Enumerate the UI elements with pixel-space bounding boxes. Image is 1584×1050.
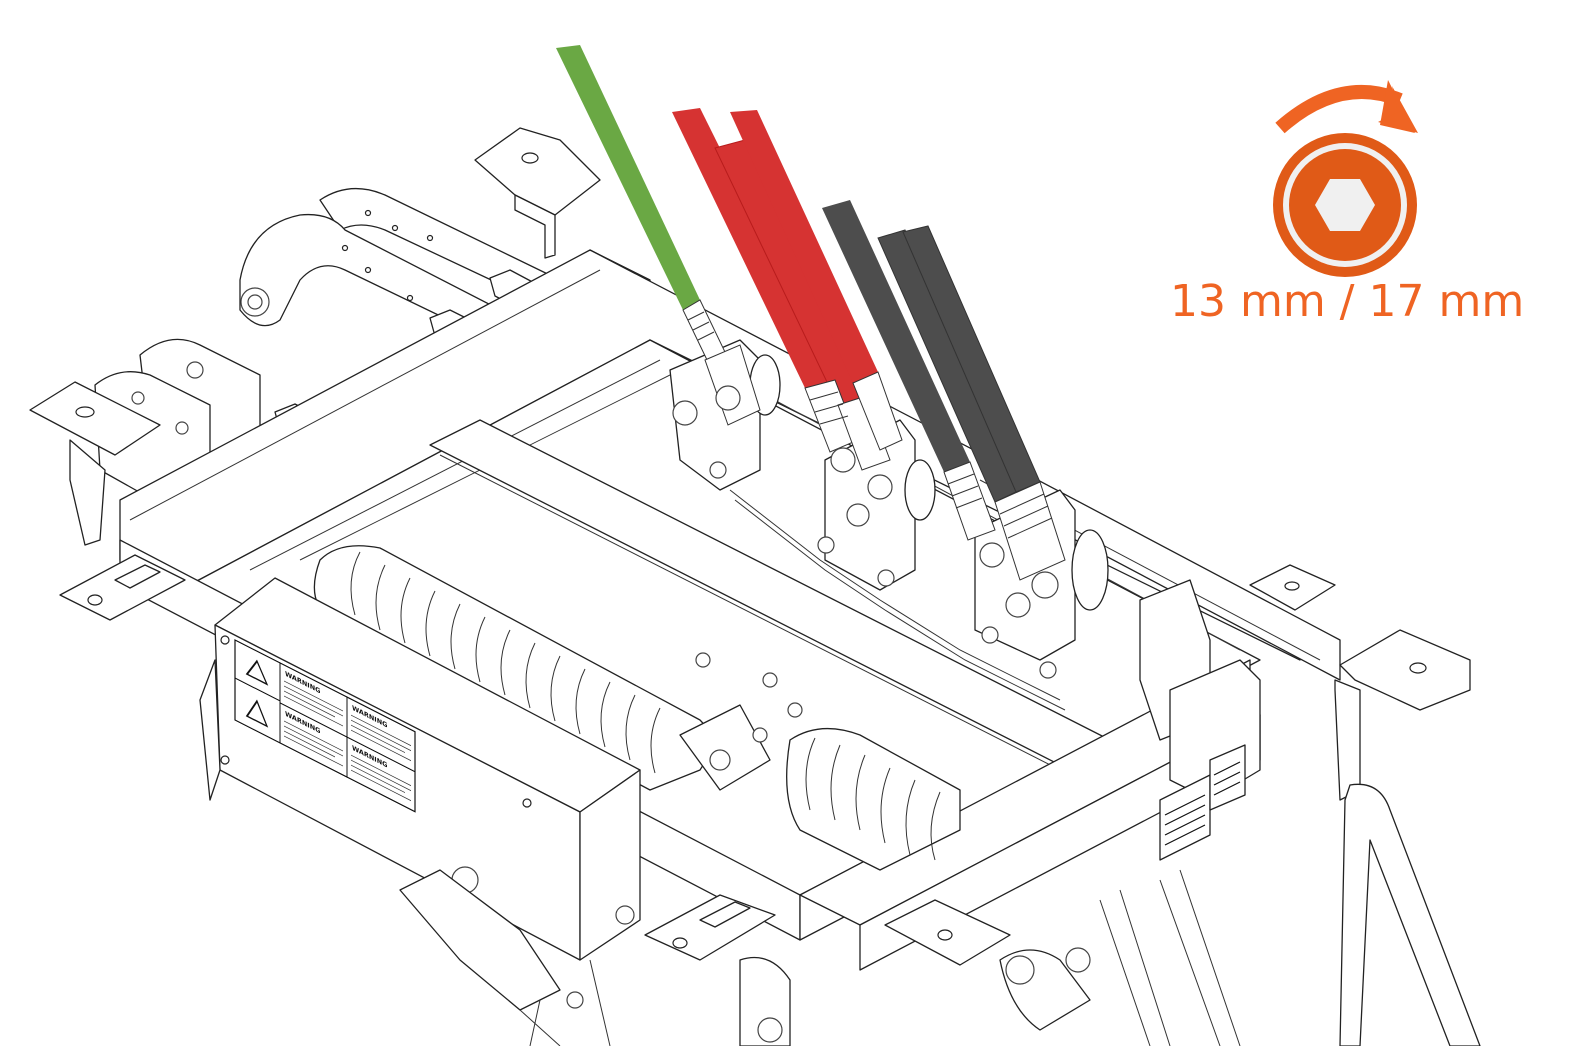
negative-cable-black-1 <box>822 200 1005 568</box>
heat-hazard-icon <box>245 699 269 728</box>
positive-cable-red-2 <box>730 110 903 451</box>
data-plate <box>1159 774 1211 861</box>
front-mount-tabs <box>59 554 1241 1047</box>
ground-cable-green <box>556 45 761 426</box>
data-plate-2 <box>1209 744 1246 811</box>
small-bolts <box>695 461 1057 743</box>
hex-socket-clockwise-icon <box>1273 80 1418 277</box>
terminal-posts <box>669 339 1109 743</box>
right-mount-brackets <box>1139 564 1481 1047</box>
negative-cable-black-2 <box>877 225 1066 618</box>
control-box: WARNING WARNING WARNING WARNING <box>199 577 791 1047</box>
rear-mount-bracket <box>474 127 601 259</box>
torque-size-label: 13 mm / 17 mm <box>1170 276 1525 327</box>
cables <box>556 45 1066 618</box>
spring-actuator <box>313 545 961 871</box>
positive-cable-red-1 <box>672 108 893 527</box>
electric-hazard-icon <box>245 659 269 686</box>
